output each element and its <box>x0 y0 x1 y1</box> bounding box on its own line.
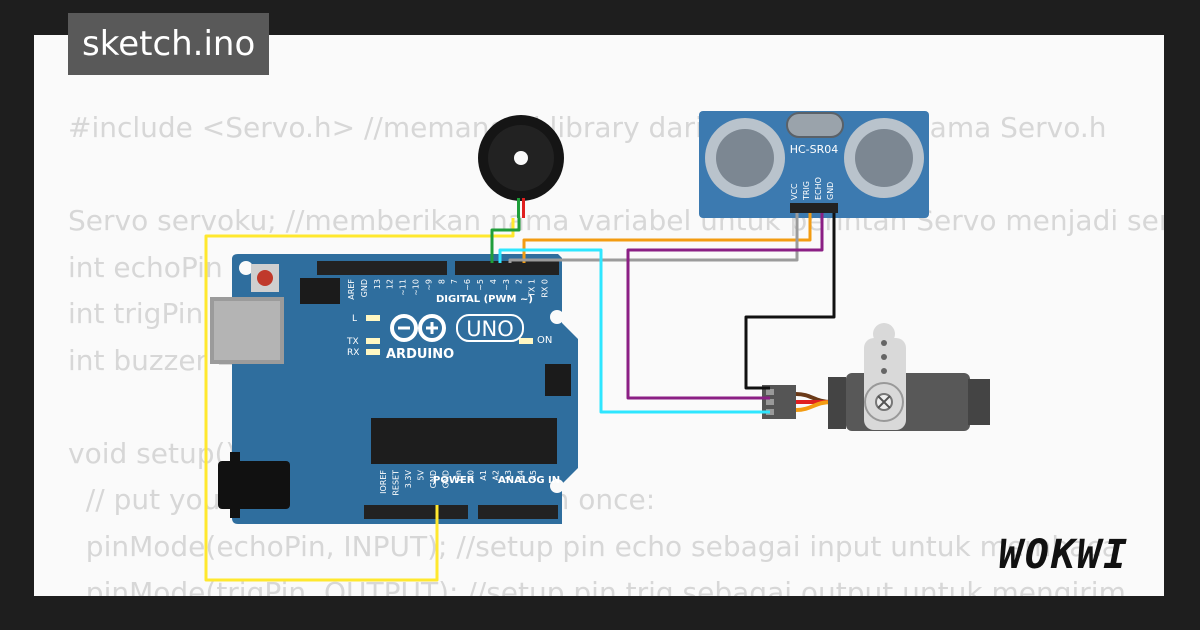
pin-label: 8 <box>437 279 446 284</box>
pin-label: GND <box>429 470 438 488</box>
cyan-wire <box>498 248 770 414</box>
pin-label: 4 <box>489 279 498 284</box>
gray-wire-vcc <box>508 213 799 263</box>
code-line: pinMode(echoPin, INPUT); //setup pin ech… <box>68 529 1119 563</box>
arduino-power-label: POWER <box>433 475 475 486</box>
arduino-uno-board[interactable]: UNO ARDUINO DIGITAL (PWM ~) POWER ANALOG… <box>210 254 578 524</box>
pin-label: GND <box>360 279 369 297</box>
arduino-logo-text: ARDUINO <box>386 347 454 362</box>
buzzer[interactable] <box>478 115 564 218</box>
pin-label: ~6 <box>463 279 472 291</box>
filename-tab[interactable]: sketch.ino <box>68 13 270 75</box>
pin-label: A5 <box>529 470 538 481</box>
arduino-model-label: UNO <box>466 317 514 341</box>
ultrasonic-pin-trig: TRIG <box>802 181 811 201</box>
pin-label: ~10 <box>412 279 421 296</box>
pin-label: AREF <box>347 279 356 300</box>
arduino-rx-label: RX <box>347 348 359 358</box>
pin-label: 5V <box>417 469 426 480</box>
pin-label: ~11 <box>399 279 408 296</box>
yellow-wire <box>204 218 515 582</box>
arduino-on-label: ON <box>537 335 552 346</box>
pin-label: ~9 <box>424 279 433 291</box>
pin-label: 7 <box>450 279 459 284</box>
pin-label: 12 <box>386 279 395 289</box>
arduino-analog-label: ANALOG IN <box>498 475 560 486</box>
pin-label: 13 <box>373 279 382 289</box>
pin-label: A4 <box>517 470 526 481</box>
pin-label: GND <box>442 470 451 488</box>
arduino-tx-label: TX <box>346 337 359 347</box>
green-wire <box>490 218 521 263</box>
wires <box>204 213 836 582</box>
pin-label: 2 <box>515 279 524 284</box>
ultrasonic-pin-vcc: VCC <box>790 183 799 200</box>
pin-label: Vin <box>454 470 463 483</box>
black-wire-gnd <box>744 213 836 390</box>
arduino-digital-label: DIGITAL (PWM ~) <box>436 294 533 305</box>
pin-label: A2 <box>492 470 501 481</box>
servo-motor[interactable] <box>762 323 990 431</box>
pin-label: A1 <box>479 470 488 481</box>
ultrasonic-model-label: HC-SR04 <box>790 143 839 156</box>
pin-label: A0 <box>467 470 476 481</box>
ultrasonic-pin-gnd: GND <box>826 182 835 200</box>
pin-label: A3 <box>504 470 513 481</box>
pin-label: 3.3V <box>404 469 413 488</box>
code-line: Servo servoku; //memberikan nama variabe… <box>68 204 1164 237</box>
arduino-l-label: L <box>352 314 357 324</box>
purple-wire <box>626 213 824 400</box>
orange-wire-trig <box>522 213 812 263</box>
pin-label: ~5 <box>476 279 485 291</box>
ultrasonic-sensor[interactable]: HC-SR04 VCC TRIG ECHO GND <box>699 111 929 218</box>
wokwi-logo: WOKWI <box>999 532 1129 578</box>
pin-label: IOREF <box>379 470 388 494</box>
ultrasonic-pin-echo: ECHO <box>814 177 823 200</box>
pin-label: RESET <box>392 470 401 496</box>
pin-label: ~3 <box>502 279 511 291</box>
pin-label: TX 1 <box>528 279 537 298</box>
pin-label: RX 0 <box>541 279 550 298</box>
